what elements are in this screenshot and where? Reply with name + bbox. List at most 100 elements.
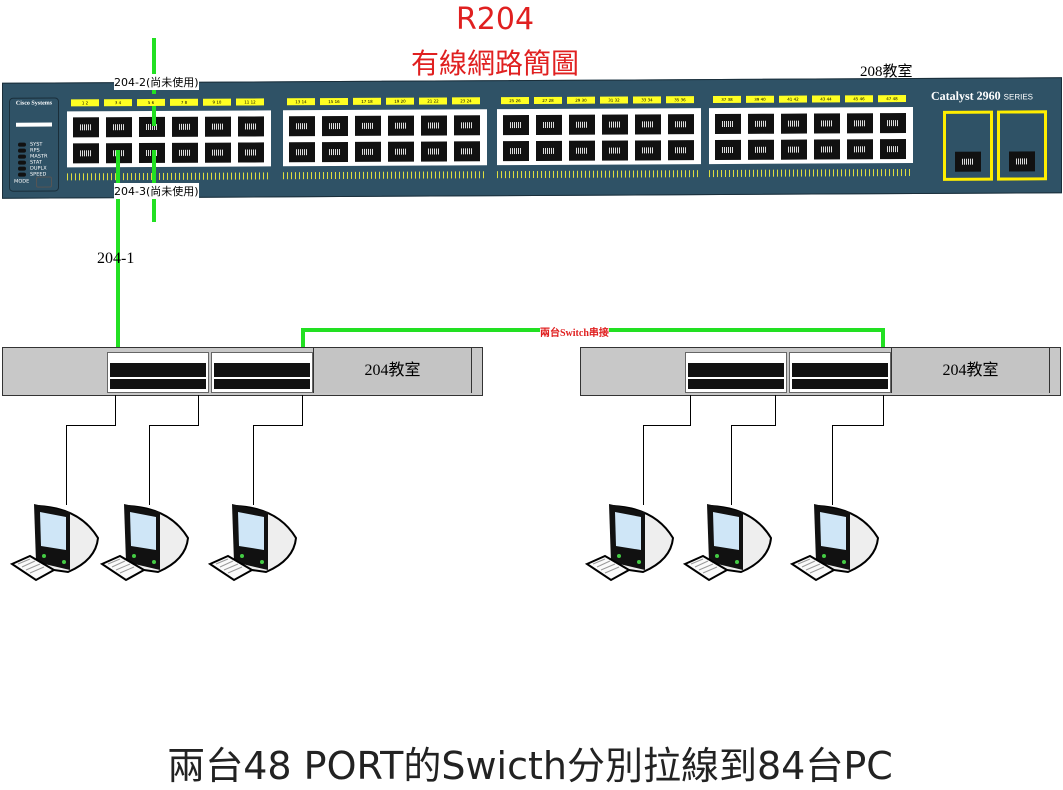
ethernet-port[interactable]	[503, 141, 529, 162]
ethernet-port[interactable]	[106, 117, 132, 138]
ethernet-port[interactable]	[536, 140, 562, 161]
ethernet-port[interactable]	[814, 113, 840, 134]
port-label: 9 10	[203, 98, 231, 106]
ethernet-port[interactable]	[388, 115, 414, 136]
port-label: 17 18	[353, 97, 381, 105]
pc-cable	[115, 395, 116, 425]
port-label: 45 46	[845, 95, 873, 103]
ethernet-port[interactable]	[238, 116, 264, 137]
status-led	[18, 166, 26, 171]
pc-cable	[643, 425, 691, 426]
uplink-port-1[interactable]	[943, 110, 993, 181]
access-switch-room: 204教室	[891, 348, 1050, 393]
port-label: 19 20	[386, 97, 414, 105]
ethernet-port[interactable]	[172, 142, 198, 163]
port-leds	[497, 170, 701, 179]
port-group	[709, 107, 913, 165]
ethernet-port[interactable]	[569, 140, 595, 161]
chain-label: 兩台Switch串接	[540, 324, 609, 339]
port-label: 15 16	[320, 97, 348, 106]
diagram-title: R204	[455, 2, 535, 37]
status-led	[18, 142, 26, 147]
pc-cable	[775, 395, 776, 425]
mode-button[interactable]	[36, 176, 52, 188]
port-leds	[283, 171, 487, 180]
pc-cable	[198, 395, 199, 425]
port-label: 35 36	[666, 96, 694, 104]
access-switch-right: 204教室	[580, 347, 1061, 396]
pc-computer-icon	[789, 498, 880, 588]
ethernet-port[interactable]	[569, 114, 595, 135]
ethernet-port[interactable]	[880, 139, 906, 160]
footer-caption: 兩台48 PORT的Swicth分別拉線到84台PC	[167, 744, 893, 788]
ethernet-port[interactable]	[205, 116, 231, 137]
ethernet-port[interactable]	[847, 139, 873, 160]
ethernet-port[interactable]	[781, 139, 807, 160]
ethernet-port[interactable]	[454, 115, 480, 136]
status-led	[18, 160, 26, 165]
port-group	[283, 109, 487, 167]
pc-cable	[253, 425, 254, 505]
ethernet-port[interactable]	[355, 115, 381, 136]
diagram-subtitle: 有線網路簡圖	[410, 47, 579, 80]
pc-computer-icon	[584, 498, 675, 588]
port-label: 1 2	[71, 99, 99, 107]
ethernet-port[interactable]	[421, 115, 447, 136]
ethernet-port[interactable]	[668, 114, 694, 135]
ethernet-port[interactable]	[73, 117, 99, 138]
ethernet-port[interactable]	[847, 113, 873, 134]
status-led	[18, 172, 26, 177]
port-group	[67, 110, 271, 168]
port-label: 29 30	[567, 96, 595, 104]
ethernet-port[interactable]	[602, 140, 628, 161]
ethernet-port[interactable]	[503, 115, 529, 136]
ethernet-port[interactable]	[355, 141, 381, 162]
pc-cable	[149, 425, 199, 426]
pc-cable	[643, 425, 644, 505]
ethernet-port[interactable]	[421, 141, 447, 162]
ethernet-port[interactable]	[880, 113, 906, 134]
ethernet-port[interactable]	[322, 141, 348, 163]
ethernet-port[interactable]	[602, 114, 628, 135]
port-label: 41 42	[779, 95, 807, 103]
port-label: 3 4	[104, 99, 132, 107]
ethernet-port[interactable]	[715, 113, 741, 135]
port-label: 31 32	[600, 96, 628, 104]
ethernet-port[interactable]	[73, 143, 99, 164]
port-label: 7 8	[170, 98, 198, 106]
pc-computer-icon	[99, 498, 190, 588]
port-group	[497, 108, 701, 166]
port-leds	[709, 169, 913, 178]
label-204-2: 204-2(尚未使用)	[114, 74, 199, 90]
pc-cable	[253, 425, 303, 426]
ethernet-port[interactable]	[715, 139, 741, 161]
ethernet-port[interactable]	[238, 142, 264, 163]
ethernet-port[interactable]	[289, 142, 315, 163]
ethernet-port[interactable]	[322, 115, 348, 137]
ethernet-port[interactable]	[635, 140, 661, 161]
port-label: 27 28	[534, 96, 562, 104]
ethernet-port[interactable]	[454, 141, 480, 162]
ethernet-port[interactable]	[748, 113, 774, 134]
uplink-port-2[interactable]	[997, 110, 1047, 181]
ethernet-port[interactable]	[205, 142, 231, 163]
pc-cable	[832, 425, 884, 426]
ethernet-port[interactable]	[748, 139, 774, 160]
ethernet-port[interactable]	[172, 116, 198, 137]
ethernet-port[interactable]	[388, 141, 414, 162]
link-204-2-lower	[152, 106, 156, 126]
status-led	[18, 148, 26, 153]
port-label: 37 38	[713, 95, 741, 104]
ethernet-port[interactable]	[781, 113, 807, 134]
ethernet-port[interactable]	[814, 139, 840, 160]
cisco-logo	[16, 112, 52, 127]
port-label: 47 48	[878, 95, 906, 103]
ethernet-port[interactable]	[289, 116, 315, 137]
ethernet-port[interactable]	[536, 114, 562, 135]
ethernet-port[interactable]	[668, 140, 694, 161]
label-204-3: 204-3(尚未使用)	[114, 183, 199, 199]
pc-cable	[66, 425, 67, 505]
ethernet-port[interactable]	[635, 114, 661, 135]
